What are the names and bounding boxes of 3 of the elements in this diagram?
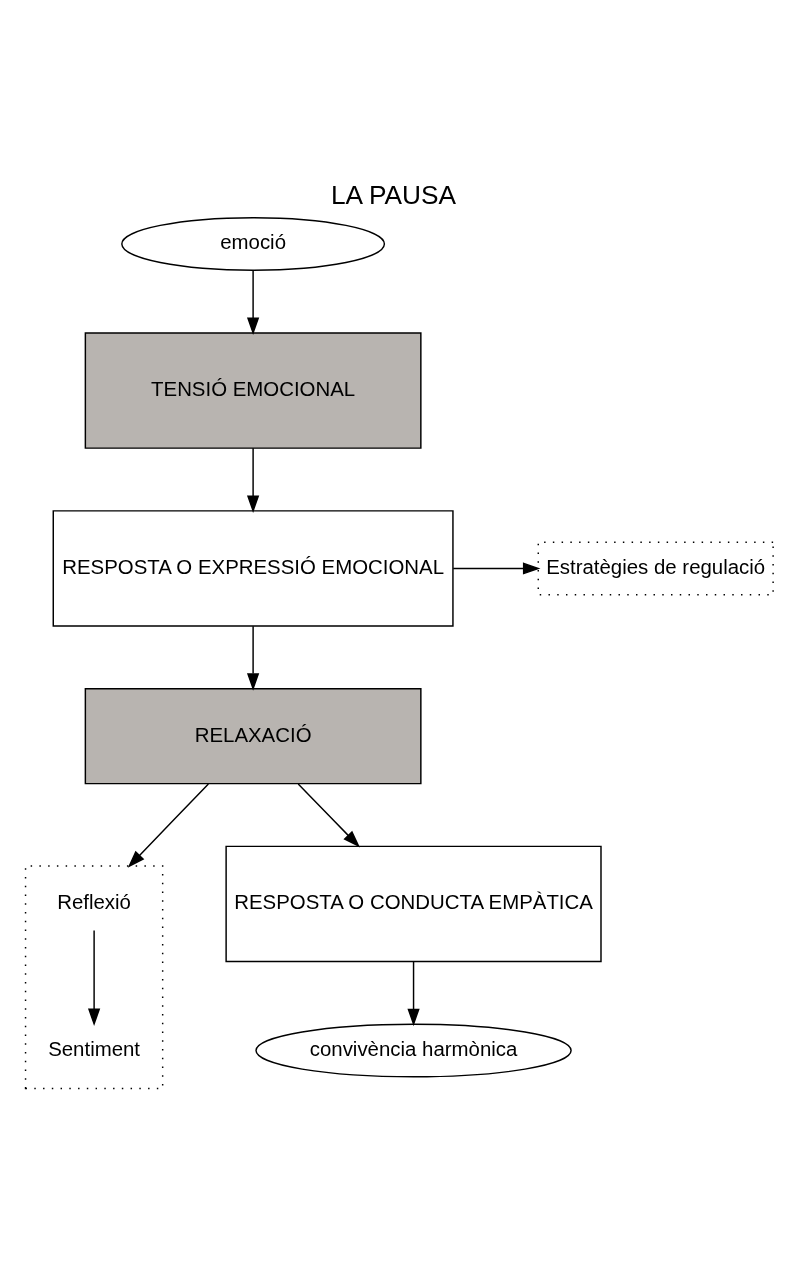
node-text: Reflexió — [57, 891, 131, 914]
diagram-title: LA PAUSA — [331, 179, 456, 210]
node-text: Sentiment — [48, 1037, 141, 1060]
